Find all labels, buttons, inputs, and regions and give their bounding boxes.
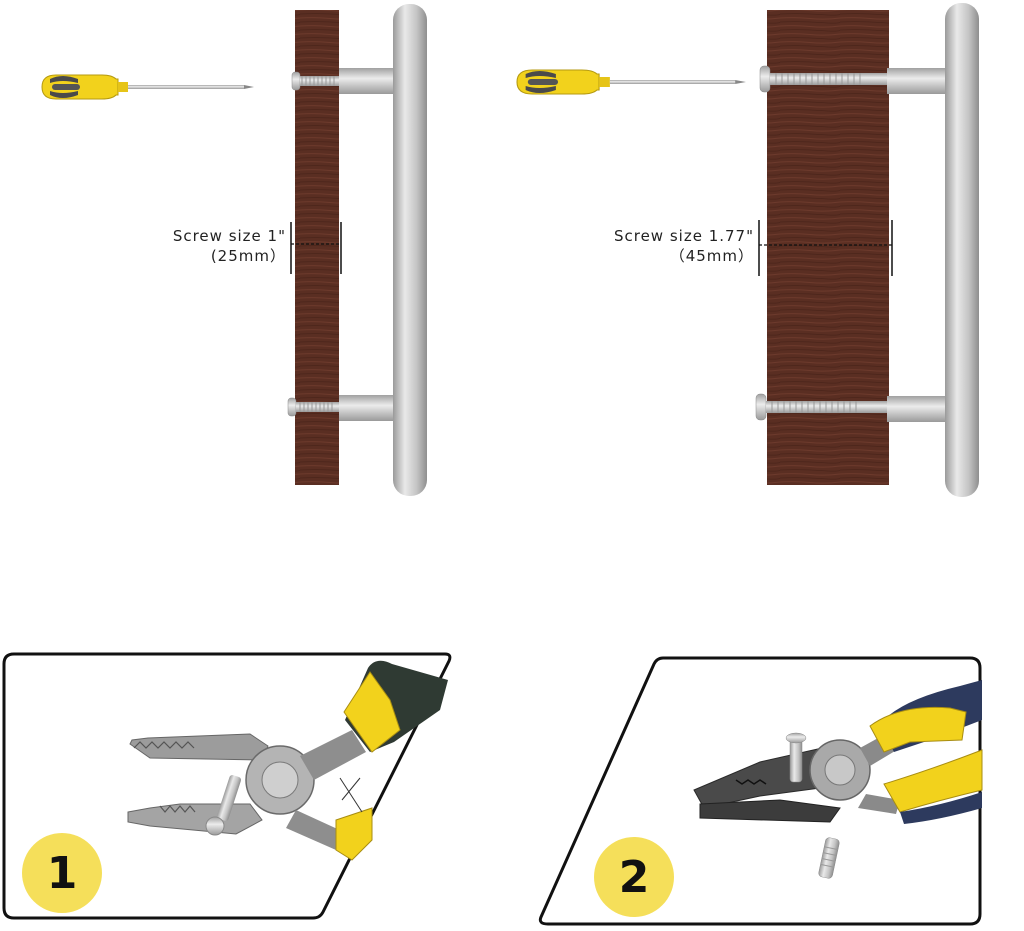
step-1-badge: 1 [22, 833, 102, 913]
pliers-icon [127, 660, 448, 861]
screw-size-imperial-1: Screw size 1" [172, 227, 286, 245]
step-2-badge: 2 [594, 837, 674, 917]
step-1-number: 1 [46, 847, 78, 899]
diagram-thin-door [41, 4, 427, 496]
handle-bar-icon [339, 4, 427, 496]
step-2-number: 2 [618, 851, 650, 903]
screw-icon [818, 837, 840, 879]
diagram-thick-door [516, 3, 979, 497]
screw-size-metric-2: （45mm） [669, 247, 754, 265]
dimension-marker [758, 220, 893, 276]
screw-icon [759, 65, 888, 93]
screw-size-label-2: Screw size 1.77" （45mm） [614, 226, 754, 266]
step-1-panel [2, 652, 452, 920]
screw-size-label-1: Screw size 1" (25mm） [173, 226, 286, 266]
screwdriver-icon [41, 74, 255, 100]
dimension-marker [290, 222, 342, 274]
screw-icon [291, 71, 340, 91]
screw-size-imperial-2: Screw size 1.77" [613, 227, 754, 245]
screw-icon [755, 393, 888, 421]
screw-icon [287, 397, 340, 417]
screwdriver-icon [516, 69, 747, 95]
handle-bar-icon [887, 3, 979, 497]
screw-size-metric-1: (25mm） [210, 247, 286, 265]
pliers-icon [693, 680, 983, 824]
